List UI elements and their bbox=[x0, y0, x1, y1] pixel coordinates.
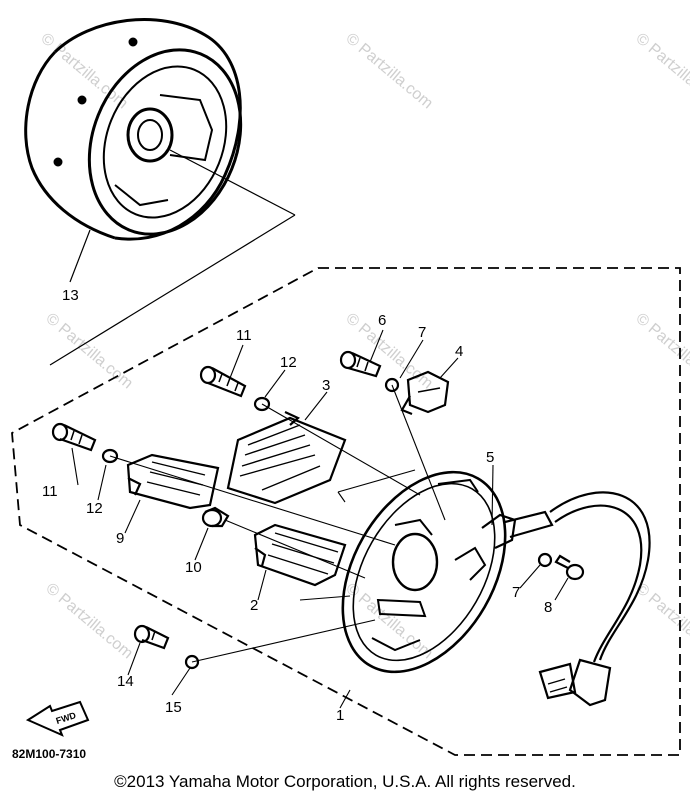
alignment-lines bbox=[109, 384, 446, 663]
spacer-10 bbox=[201, 506, 230, 528]
watermark-text: © Partzilla.com bbox=[632, 30, 690, 112]
callout-11-lower: 11 bbox=[42, 483, 58, 500]
washer-7-upper bbox=[384, 377, 400, 393]
coil-3 bbox=[226, 411, 347, 505]
watermark-text: © Partzilla.com bbox=[342, 580, 436, 662]
callout-2: 2 bbox=[250, 597, 258, 614]
callout-9: 9 bbox=[116, 530, 124, 547]
callout-leaders bbox=[71, 329, 569, 709]
callout-12-lower: 12 bbox=[86, 500, 103, 517]
callout-3: 3 bbox=[322, 377, 330, 394]
callout-4: 4 bbox=[455, 343, 463, 360]
washer-15 bbox=[184, 654, 200, 670]
callout-8: 8 bbox=[544, 599, 552, 616]
washer-7-lower bbox=[537, 552, 553, 568]
bolt-6 bbox=[339, 350, 382, 378]
callout-7-lower: 7 bbox=[512, 584, 520, 601]
watermark-text: © Partzilla.com bbox=[42, 310, 136, 392]
stator-base-plate-1 bbox=[341, 470, 507, 674]
diagram-code: 82M100-7310 bbox=[12, 747, 86, 761]
callout-7-upper: 7 bbox=[418, 324, 426, 341]
watermark-text: © Partzilla.com bbox=[632, 310, 690, 392]
callout-15: 15 bbox=[165, 699, 182, 716]
callout-1: 1 bbox=[336, 707, 344, 724]
bolt-11-upper bbox=[199, 365, 247, 398]
watermark-text: © Partzilla.com bbox=[42, 580, 136, 662]
callout-5: 5 bbox=[486, 449, 494, 466]
callout-12-upper: 12 bbox=[280, 354, 297, 371]
bolt-11-lower bbox=[51, 422, 97, 452]
wire-harness-5 bbox=[481, 491, 651, 707]
watermark-text: © Partzilla.com bbox=[632, 580, 690, 662]
fwd-arrow-icon: FWD bbox=[25, 700, 90, 737]
washer-12-upper bbox=[253, 396, 271, 412]
coil-2 bbox=[253, 523, 347, 587]
leader-line bbox=[169, 149, 296, 216]
callout-6: 6 bbox=[378, 312, 386, 329]
copyright-notice: ©2013 Yamaha Motor Corporation, U.S.A. A… bbox=[114, 772, 576, 791]
coil-9 bbox=[126, 453, 220, 510]
assembly-outline bbox=[11, 267, 681, 756]
flywheel-rotor bbox=[24, 18, 243, 241]
callout-10: 10 bbox=[185, 559, 202, 576]
callout-13: 13 bbox=[62, 287, 79, 304]
bolt-14 bbox=[133, 624, 170, 650]
washer-12-lower bbox=[101, 448, 119, 464]
callout-14: 14 bbox=[117, 673, 134, 690]
leader-line bbox=[49, 214, 296, 366]
callout-labels: 13 6 7 4 11 12 3 11 12 9 10 2 5 7 8 14 1… bbox=[42, 287, 552, 724]
leader-line bbox=[69, 229, 91, 283]
screw-8 bbox=[554, 554, 585, 581]
watermarks: © Partzilla.com © Partzilla.com © Partzi… bbox=[37, 30, 690, 662]
callout-11-upper: 11 bbox=[236, 327, 252, 344]
watermark-text: © Partzilla.com bbox=[342, 30, 436, 112]
